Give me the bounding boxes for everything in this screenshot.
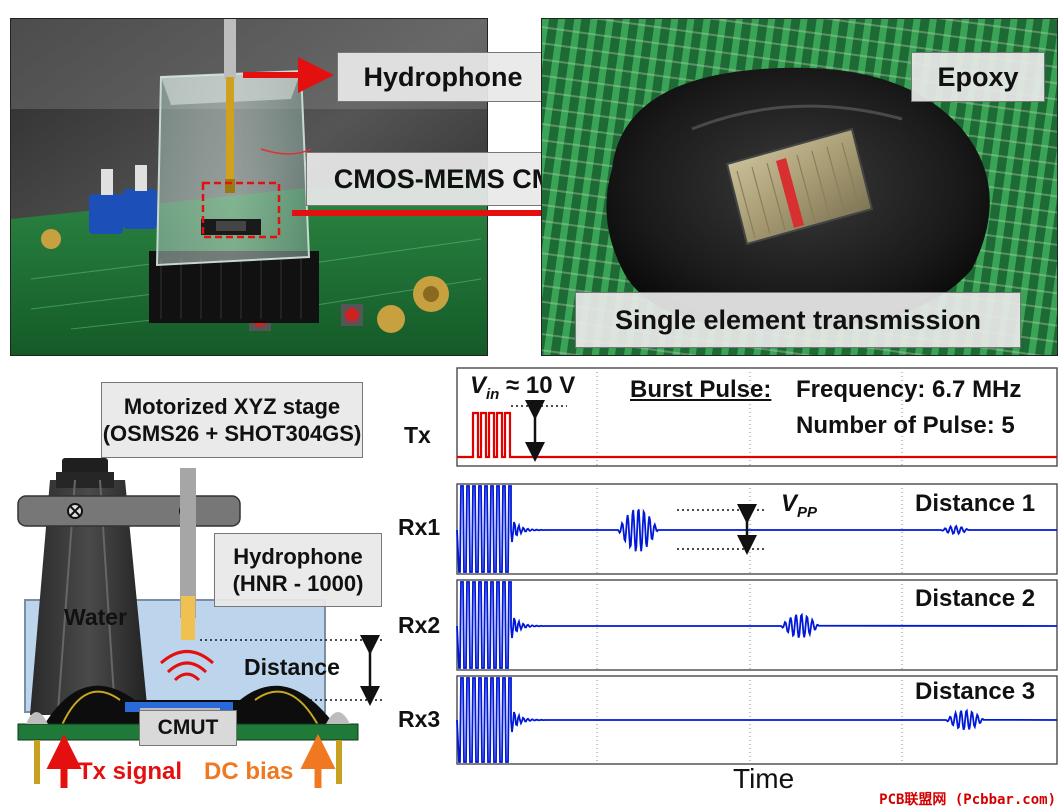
hydrophone-setup-line1: Hydrophone — [233, 543, 363, 569]
water-label: Water — [64, 604, 128, 630]
stage-tower — [30, 480, 148, 715]
distance-3-label: Distance 3 — [915, 678, 1036, 705]
vin-value: ≈ 10 V — [506, 372, 576, 399]
rx-echo-trace — [456, 581, 1058, 669]
burst-pulse-label: Burst Pulse: — [630, 376, 772, 403]
channel-label-tx: Tx — [404, 422, 431, 448]
stage-arm — [17, 495, 241, 527]
hydrophone-tip — [181, 596, 195, 640]
hydrophone-setup-line2: (HNR - 1000) — [232, 571, 364, 596]
vin-label: Vin ≈ 10 V — [470, 372, 575, 403]
tx-signal-label: Tx signal — [78, 758, 183, 785]
vin-symbol: V — [470, 372, 487, 399]
channel-label-rx2: Rx2 — [398, 612, 441, 638]
waveform-panel — [456, 367, 1058, 765]
vpp-label: VPP — [781, 490, 817, 521]
screw-icon — [67, 503, 83, 519]
watermark: PCB联盟网 (Pcbbar.com) — [879, 792, 1056, 808]
distance-label: Distance — [244, 654, 340, 680]
channel-label-rx1: Rx1 — [398, 514, 441, 540]
channel-label-rx3: Rx3 — [398, 706, 441, 732]
rx-echo-trace — [456, 485, 1057, 573]
transmission-photo-label: Single element transmission — [575, 292, 1021, 348]
hydrophone-rod — [180, 468, 196, 618]
distance-1-label: Distance 1 — [915, 490, 1036, 517]
epoxy-photo-label: Epoxy — [911, 52, 1045, 102]
waveform-frame — [456, 579, 1058, 671]
ultrasound-wave-icon — [160, 650, 214, 682]
hydrophone-photo-label: Hydrophone — [337, 52, 549, 102]
vpp-symbol: V — [781, 490, 798, 517]
time-axis-label: Time — [733, 763, 795, 794]
stage-label-line1: Motorized XYZ stage — [123, 393, 341, 419]
pulses-label: Number of Pulse: 5 — [796, 412, 1015, 439]
stage-label-line2: (OSMS26 + SHOT304GS) — [102, 421, 362, 446]
tx-burst-trace — [457, 411, 1057, 459]
rx-echo-trace — [456, 677, 1058, 763]
distance-2-label: Distance 2 — [915, 585, 1036, 612]
stage-label: Motorized XYZ stage (OSMS26 + SHOT304GS) — [101, 382, 363, 458]
vin-subscript: in — [486, 385, 500, 403]
dc-bias-label: DC bias — [204, 758, 294, 785]
cmut-diagram-label: CMUT — [139, 710, 237, 746]
hydrophone-setup-label: Hydrophone (HNR - 1000) — [214, 533, 382, 607]
waveform-frame — [456, 367, 1058, 467]
vpp-subscript: PP — [797, 503, 818, 521]
frequency-label: Frequency: 6.7 MHz — [796, 376, 1022, 403]
